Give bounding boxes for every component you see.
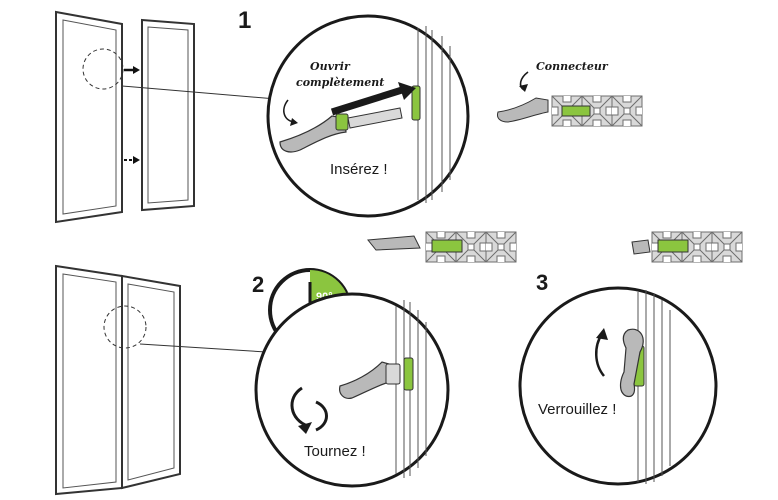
open-note-line1: Ouvrir: [310, 60, 351, 73]
insert-arrow: [330, 86, 404, 116]
step-1-detail: Ouvrir complètement Insérez !: [266, 14, 470, 218]
connector-inserted: [367, 231, 517, 263]
detail-circle-2: [103, 305, 147, 349]
arrow-icon: [398, 82, 416, 100]
panels-separated: [55, 10, 289, 224]
handle: [619, 328, 644, 398]
step-3-detail: Verrouillez !: [518, 286, 718, 486]
step-1-number: 1: [238, 7, 251, 34]
step-3-number: 3: [536, 270, 548, 295]
step-2-number: 2: [252, 272, 264, 297]
handle: [339, 361, 397, 399]
rotate-arrow-icon: [290, 386, 309, 428]
step-2-caption: Tournez !: [304, 443, 366, 460]
step-1-caption: Insérez !: [330, 161, 388, 178]
arrow-icon: [133, 66, 140, 74]
handle: [279, 115, 347, 153]
open-note-line2: complètement: [296, 76, 384, 89]
connector-illustration: Connecteur: [497, 60, 643, 127]
connector-label: Connecteur: [536, 60, 609, 73]
step-2-detail: Tournez !: [254, 292, 450, 488]
step-3-caption: Verrouillez !: [538, 401, 616, 418]
connector-slot: [411, 85, 421, 121]
detail-circle-1: [82, 48, 124, 90]
panels-assembled: [55, 264, 267, 496]
connector-locked: [631, 231, 743, 263]
